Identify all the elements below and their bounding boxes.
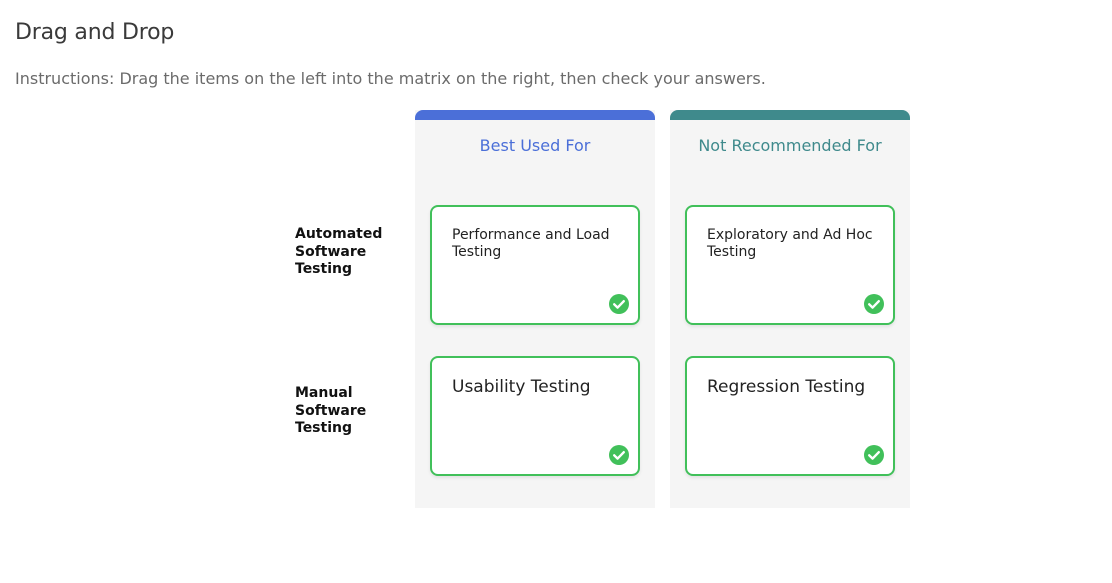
check-circle-icon [609, 294, 629, 314]
check-circle-icon [864, 445, 884, 465]
draggable-item-label: Regression Testing [707, 377, 866, 397]
page-title: Drag and Drop [15, 20, 175, 45]
draggable-item-label: Performance and Load Testing [452, 227, 610, 260]
drop-cell-automated-best[interactable]: Performance and Load Testing [430, 205, 640, 325]
column-header-best-used-for: Best Used For [479, 136, 591, 155]
drop-cell-manual-best[interactable]: Usability Testing [430, 356, 640, 476]
check-circle-icon [864, 294, 884, 314]
instructions-text: Instructions: Drag the items on the left… [15, 69, 766, 88]
column-header-bar [415, 110, 655, 120]
column-header-not-recommended-for: Not Recommended For [698, 136, 882, 155]
column-header-bar [670, 110, 910, 120]
check-circle-icon [609, 445, 629, 465]
draggable-item-label: Exploratory and Ad Hoc Testing [707, 227, 873, 260]
drop-cell-manual-not[interactable]: Regression Testing [685, 356, 895, 476]
draggable-item-label: Usability Testing [452, 377, 591, 397]
row-label-automated: Automated Software Testing [295, 226, 383, 277]
row-label-manual: Manual Software Testing [295, 385, 367, 436]
drop-cell-automated-not[interactable]: Exploratory and Ad Hoc Testing [685, 205, 895, 325]
